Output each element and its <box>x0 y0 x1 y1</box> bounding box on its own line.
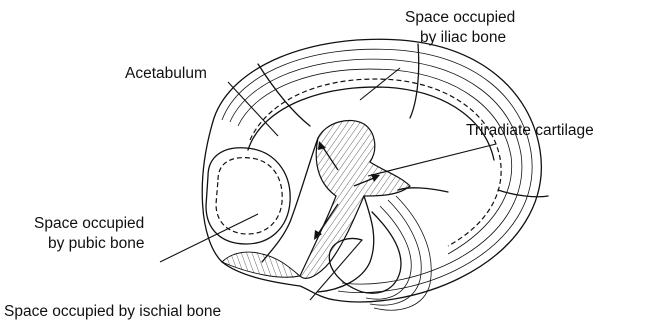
label-iliac-line1: Space occupied <box>405 8 515 27</box>
label-pubic-line1: Space occupied <box>34 214 144 233</box>
leader-acetabulum <box>228 82 278 136</box>
label-pubic-line2: by pubic bone <box>48 234 145 253</box>
label-iliac-line2: by iliac bone <box>420 28 506 47</box>
anterior-rim-hatch <box>222 252 300 277</box>
leader-iliac <box>360 68 400 100</box>
label-triradiate: Triradiate cartilage <box>466 121 594 140</box>
pubic-space <box>206 148 290 244</box>
leader-triradiate <box>368 144 496 176</box>
label-ischial: Space occupied by ischial bone <box>4 302 221 321</box>
articular-margin <box>248 79 501 246</box>
label-acetabulum: Acetabulum <box>125 64 207 83</box>
